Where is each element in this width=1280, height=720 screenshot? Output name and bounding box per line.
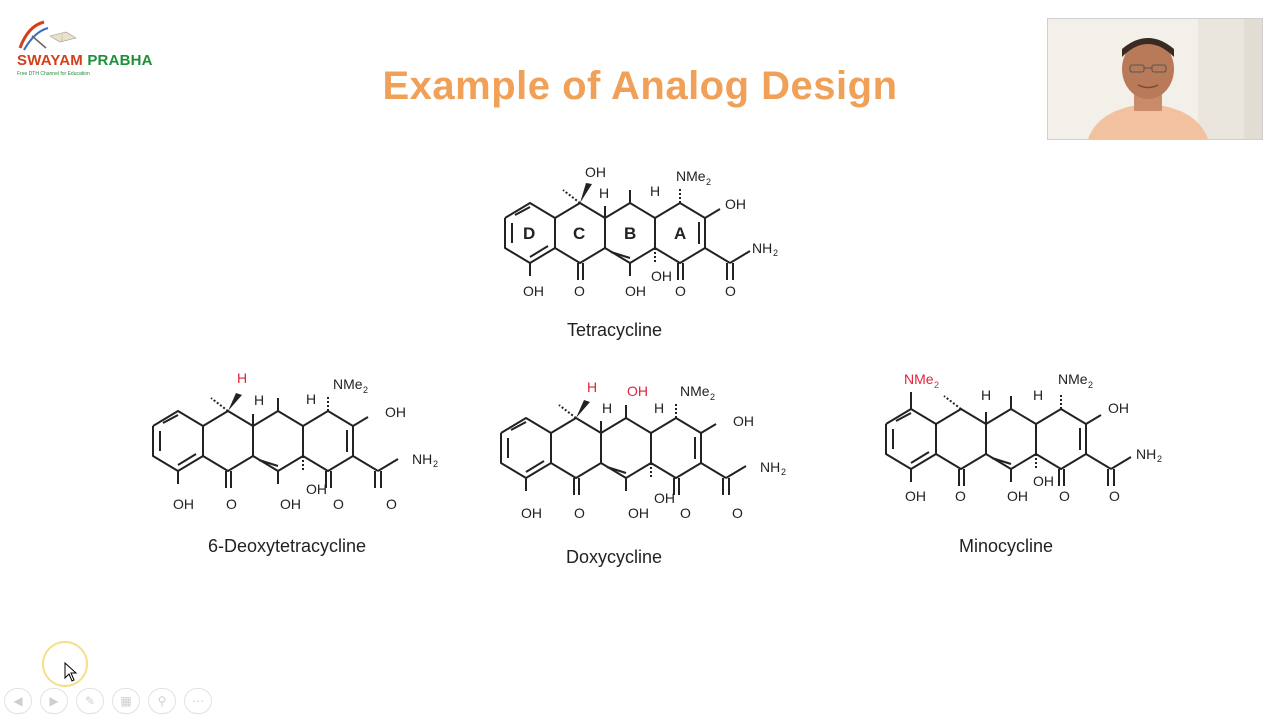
svg-text:O: O — [732, 505, 743, 521]
svg-text:H: H — [602, 400, 612, 416]
svg-text:2: 2 — [773, 248, 778, 258]
svg-text:NMe: NMe — [904, 371, 934, 387]
svg-text:OH: OH — [733, 413, 754, 429]
svg-text:OH: OH — [1033, 473, 1054, 489]
slideshow-toolbar: ◀ ▶ ✎ ▦ ⚲ ⋯ — [4, 688, 212, 714]
svg-text:H: H — [599, 185, 609, 201]
svg-text:B: B — [624, 224, 636, 243]
svg-text:OH: OH — [280, 496, 301, 512]
cursor-highlight — [42, 641, 88, 687]
svg-text:NMe: NMe — [680, 383, 710, 399]
svg-text:H: H — [237, 370, 247, 386]
svg-text:O: O — [333, 496, 344, 512]
svg-text:OH: OH — [905, 488, 926, 504]
logo-tagline: Free DTH Channel for Education — [17, 71, 90, 77]
svg-text:O: O — [574, 505, 585, 521]
slide-title: Example of Analog Design — [382, 64, 898, 108]
svg-text:OH: OH — [523, 283, 544, 299]
svg-text:O: O — [386, 496, 397, 512]
mouse-pointer-icon — [64, 662, 78, 682]
prev-icon[interactable]: ◀ — [4, 688, 32, 714]
svg-text:OH: OH — [1007, 488, 1028, 504]
svg-text:OH: OH — [725, 196, 746, 212]
svg-text:2: 2 — [1157, 454, 1162, 464]
svg-text:O: O — [955, 488, 966, 504]
slides-icon[interactable]: ▦ — [112, 688, 140, 714]
doxycycline-label: Doxycycline — [566, 547, 663, 567]
svg-text:OH: OH — [521, 505, 542, 521]
svg-text:D: D — [523, 224, 535, 243]
svg-text:O: O — [1109, 488, 1120, 504]
deoxytetracycline-label: 6-Deoxytetracycline — [208, 536, 367, 556]
presenter-video-icon — [1048, 19, 1262, 139]
swayam-prabha-logo — [14, 18, 134, 80]
more-icon[interactable]: ⋯ — [184, 688, 212, 714]
dish-logo-icon — [18, 20, 77, 51]
svg-text:OH: OH — [585, 164, 606, 180]
svg-text:NMe: NMe — [676, 168, 706, 184]
svg-text:2: 2 — [363, 385, 368, 395]
svg-text:2: 2 — [781, 467, 786, 477]
svg-text:2: 2 — [706, 177, 711, 187]
presenter-webcam — [1047, 18, 1263, 140]
svg-text:OH: OH — [1108, 400, 1129, 416]
svg-text:NH: NH — [1136, 446, 1156, 462]
svg-text:OH: OH — [306, 481, 327, 497]
svg-text:H: H — [306, 391, 316, 407]
zoom-icon[interactable]: ⚲ — [148, 688, 176, 714]
svg-text:2: 2 — [433, 459, 438, 469]
svg-text:O: O — [725, 283, 736, 299]
svg-text:OH: OH — [654, 490, 675, 506]
svg-text:NH: NH — [752, 240, 772, 256]
svg-text:H: H — [981, 387, 991, 403]
svg-text:NH: NH — [412, 451, 432, 467]
logo-text: SWAYAM PRABHA — [17, 52, 153, 69]
svg-text:H: H — [1033, 387, 1043, 403]
svg-text:H: H — [654, 400, 664, 416]
svg-text:OH: OH — [628, 505, 649, 521]
svg-text:H: H — [254, 392, 264, 408]
svg-text:H: H — [587, 379, 597, 395]
svg-text:O: O — [680, 505, 691, 521]
next-icon[interactable]: ▶ — [40, 688, 68, 714]
svg-text:OH: OH — [173, 496, 194, 512]
svg-text:H: H — [650, 183, 660, 199]
svg-text:O: O — [675, 283, 686, 299]
pen-icon[interactable]: ✎ — [76, 688, 104, 714]
svg-text:OH: OH — [627, 383, 648, 399]
svg-text:C: C — [573, 224, 585, 243]
svg-text:NH: NH — [760, 459, 780, 475]
svg-text:OH: OH — [385, 404, 406, 420]
svg-text:2: 2 — [710, 392, 715, 402]
svg-text:NMe: NMe — [1058, 371, 1088, 387]
svg-text:A: A — [674, 224, 686, 243]
svg-text:2: 2 — [934, 380, 939, 390]
svg-text:O: O — [1059, 488, 1070, 504]
svg-text:NMe: NMe — [333, 376, 363, 392]
svg-text:OH: OH — [651, 268, 672, 284]
svg-text:O: O — [226, 496, 237, 512]
svg-text:2: 2 — [1088, 380, 1093, 390]
svg-text:OH: OH — [625, 283, 646, 299]
svg-text:O: O — [574, 283, 585, 299]
tetracycline-label: Tetracycline — [567, 320, 663, 340]
minocycline-label: Minocycline — [959, 536, 1054, 556]
